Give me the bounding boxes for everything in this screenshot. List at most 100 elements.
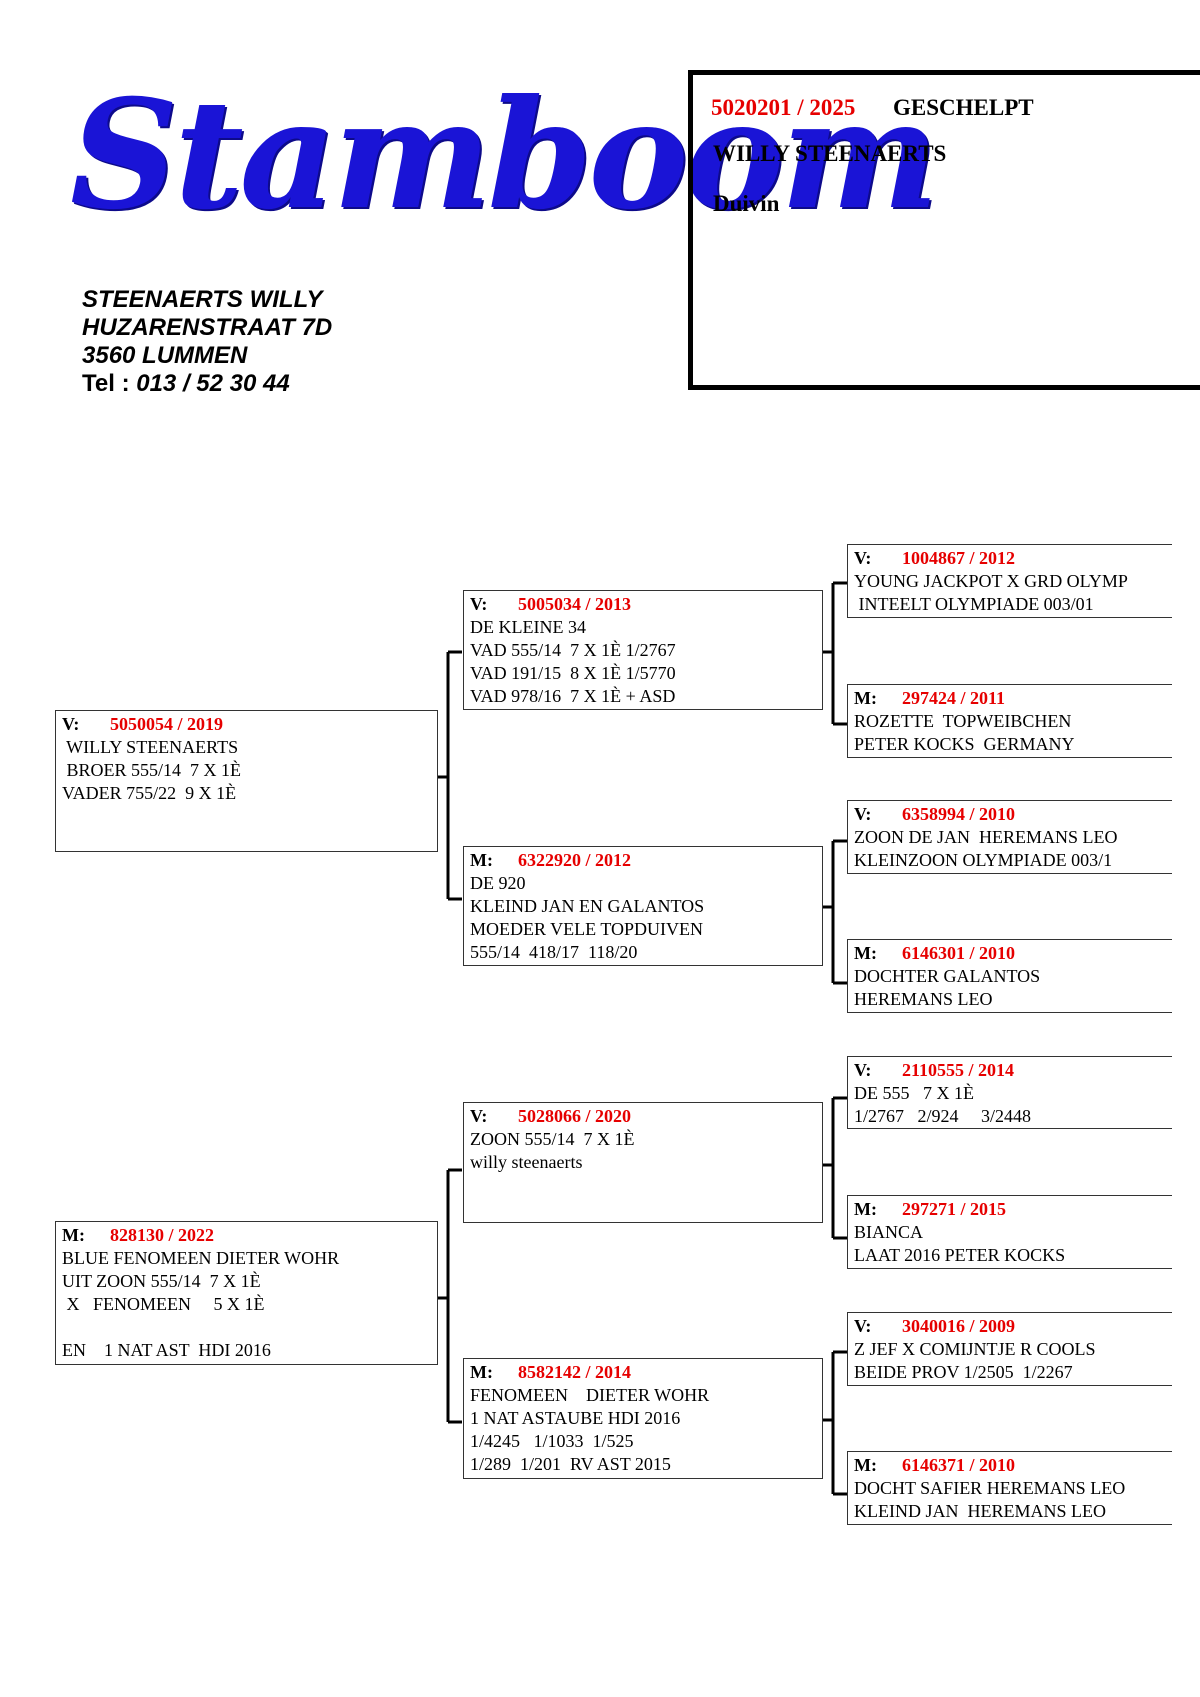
- pedigree-info-line: KLEINZOON OLYMPIADE 003/1: [854, 850, 1113, 870]
- pedigree-info-line: INTEELT OLYMPIADE 003/01: [854, 594, 1094, 614]
- box-heading: M: 828130 / 2022: [62, 1224, 431, 1247]
- ring-number: 2110555 / 2014: [902, 1060, 1015, 1080]
- box-heading: M: 297271 / 2015: [854, 1198, 1166, 1221]
- pedigree-info-line: BLUE FENOMEEN DIETER WOHR: [62, 1248, 340, 1268]
- pedigree-info-line: DE 920: [470, 873, 526, 893]
- owner-street: HUZARENSTRAAT 7D: [82, 314, 333, 341]
- ring-number: 8582142 / 2014: [518, 1362, 632, 1382]
- box-heading: M: 6146371 / 2010: [854, 1454, 1166, 1477]
- pedigree-info-line: BROER 555/14 7 X 1È: [62, 760, 242, 780]
- box-heading: M:297424 / 2011: [854, 687, 1166, 710]
- pedigree-info-line: VAD 978/16 7 X 1È + ASD: [470, 686, 676, 706]
- ring-number: 6146371 / 2010: [902, 1455, 1016, 1475]
- connector-sd-branch: [823, 839, 847, 985]
- pedigree-info-line: YOUNG JACKPOT X GRD OLYMP: [854, 571, 1128, 591]
- ring-number: 297271 / 2015: [902, 1199, 1007, 1219]
- pedigree-info-line: ZOON DE JAN HEREMANS LEO: [854, 827, 1118, 847]
- parent-label: V:: [854, 1060, 872, 1080]
- owner-address: STEENAERTS WILLY HUZARENSTRAAT 7D 3560 L…: [82, 286, 332, 398]
- pedigree-info-line: PETER KOCKS GERMANY: [854, 734, 1075, 754]
- box-heading: M: 8582142 / 2014: [470, 1361, 816, 1384]
- pedigree-info-line: MOEDER VELE TOPDUIVEN: [470, 919, 703, 939]
- ring-number: 1004867 / 2012: [902, 548, 1016, 568]
- owner-phone-label: Tel :: [82, 370, 130, 397]
- owner-phone: Tel : 013 / 52 30 44: [82, 370, 332, 398]
- pedigree-info-line: 1/4245 1/1033 1/525: [470, 1431, 634, 1451]
- ring-number: 6322920 / 2012: [518, 850, 632, 870]
- pedigree-info-line: ROZETTE TOPWEIBCHEN: [854, 711, 1072, 731]
- parent-label: V:: [470, 594, 488, 614]
- box-heading: V:5028066 / 2020: [470, 1105, 816, 1128]
- pedigree-info-line: ZOON 555/14 7 X 1È: [470, 1129, 635, 1149]
- parent-label: V:: [470, 1106, 488, 1126]
- pedigree-info-line: BIANCA: [854, 1222, 924, 1242]
- pedigree-info-line: X FENOMEEN 5 X 1È: [62, 1294, 265, 1314]
- parent-label: M:: [854, 1199, 877, 1219]
- pedigree-info-line: HEREMANS LEO: [854, 989, 993, 1009]
- pedigree-info-line: VADER 755/22 9 X 1È: [62, 783, 237, 803]
- dss-box: V: 2110555 / 2014 DE 555 7 X 1È 1/2767 2/92…: [847, 1056, 1172, 1129]
- pedigree-info-line: KLEIND JAN EN GALANTOS: [470, 896, 705, 916]
- pedigree-info-line: willy steenaerts: [470, 1152, 583, 1172]
- ring-number: 828130 / 2022: [110, 1225, 215, 1245]
- box-heading: V: 1004867 / 2012: [854, 547, 1166, 570]
- owner-phone-number: 013 / 52 30 44: [136, 370, 290, 397]
- ring-number: 297424 / 2011: [902, 688, 1006, 708]
- connector-dd-branch: [823, 1350, 847, 1496]
- pigeon-ring-number: 5020201 / 2025: [711, 95, 856, 120]
- parent-label: M:: [470, 850, 493, 870]
- box-heading: V: 5050054 / 2019: [62, 713, 431, 736]
- pigeon-sex: Duivin: [713, 191, 780, 216]
- box-heading: V:6358994 / 2010: [854, 803, 1166, 826]
- box-heading: V: 2110555 / 2014: [854, 1059, 1166, 1082]
- pedigree-info-line: 555/14 418/17 118/20: [470, 942, 638, 962]
- ring-number: 5050054 / 2019: [110, 714, 224, 734]
- connector-ss-branch: [823, 581, 847, 726]
- parent-label: V:: [62, 714, 80, 734]
- sire-sire-box: V: 5005034 / 2013 DE KLEINE 34 VAD 555/14 7…: [463, 590, 823, 710]
- pedigree-info-line: UIT ZOON 555/14 7 X 1È: [62, 1271, 261, 1291]
- pedigree-info-line: DE 555 7 X 1È: [854, 1083, 974, 1103]
- connector-dam-branch: [438, 1168, 462, 1424]
- box-heading: M: 6146301 / 2010: [854, 942, 1166, 965]
- pedigree-info-line: [62, 1316, 431, 1339]
- owner-city: 3560 LUMMEN: [82, 342, 248, 369]
- pigeon-header-box: 5020201 / 2025 GESCHELPT WILLY STEENAERT…: [688, 70, 1200, 390]
- ring-number: 6358994 / 2010: [902, 804, 1016, 824]
- parent-label: M:: [854, 943, 877, 963]
- pedigree-info-line: BEIDE PROV 1/2505 1/2267: [854, 1362, 1073, 1382]
- parent-label: M:: [62, 1225, 85, 1245]
- ring-number: 6146301 / 2010: [902, 943, 1016, 963]
- pedigree-info-line: VAD 555/14 7 X 1È 1/2767: [470, 640, 676, 660]
- pedigree-info-line: 1 NAT ASTAUBE HDI 2016: [470, 1408, 681, 1428]
- pedigree-info-line: 1/2767 2/924 3/2448: [854, 1106, 1032, 1126]
- pedigree-info-line: DE KLEINE 34: [470, 617, 586, 637]
- ring-number: 5005034 / 2013: [518, 594, 632, 614]
- pedigree-info-line: WILLY STEENAERTS: [62, 737, 239, 757]
- parent-label: V:: [854, 1316, 872, 1336]
- pedigree-info-line: 1/289 1/201 RV AST 2015: [470, 1454, 671, 1474]
- ring-number: 3040016 / 2009: [902, 1316, 1016, 1336]
- pedigree-info-line: KLEIND JAN HEREMANS LEO: [854, 1501, 1106, 1521]
- connector-ds-branch: [823, 1096, 847, 1240]
- pigeon-name: WILLY STEENAERTS: [713, 141, 947, 166]
- dds-box: V: 3040016 / 2009 Z JEF X COMIJNTJE R COOL…: [847, 1312, 1172, 1386]
- parent-label: M:: [854, 1455, 877, 1475]
- pedigree-info-line: Z JEF X COMIJNTJE R COOLS: [854, 1339, 1096, 1359]
- connector-sire-branch: [438, 650, 462, 901]
- pedigree-info-line: VAD 191/15 8 X 1È 1/5770: [470, 663, 676, 683]
- pedigree-info-line: DOCHTER GALANTOS: [854, 966, 1041, 986]
- pigeon-type: GESCHELPT: [893, 95, 1034, 120]
- sire-box: V: 5050054 / 2019 WILLY STEENAERTS BROER …: [55, 710, 438, 852]
- parent-label: V:: [854, 548, 872, 568]
- parent-label: M:: [470, 1362, 493, 1382]
